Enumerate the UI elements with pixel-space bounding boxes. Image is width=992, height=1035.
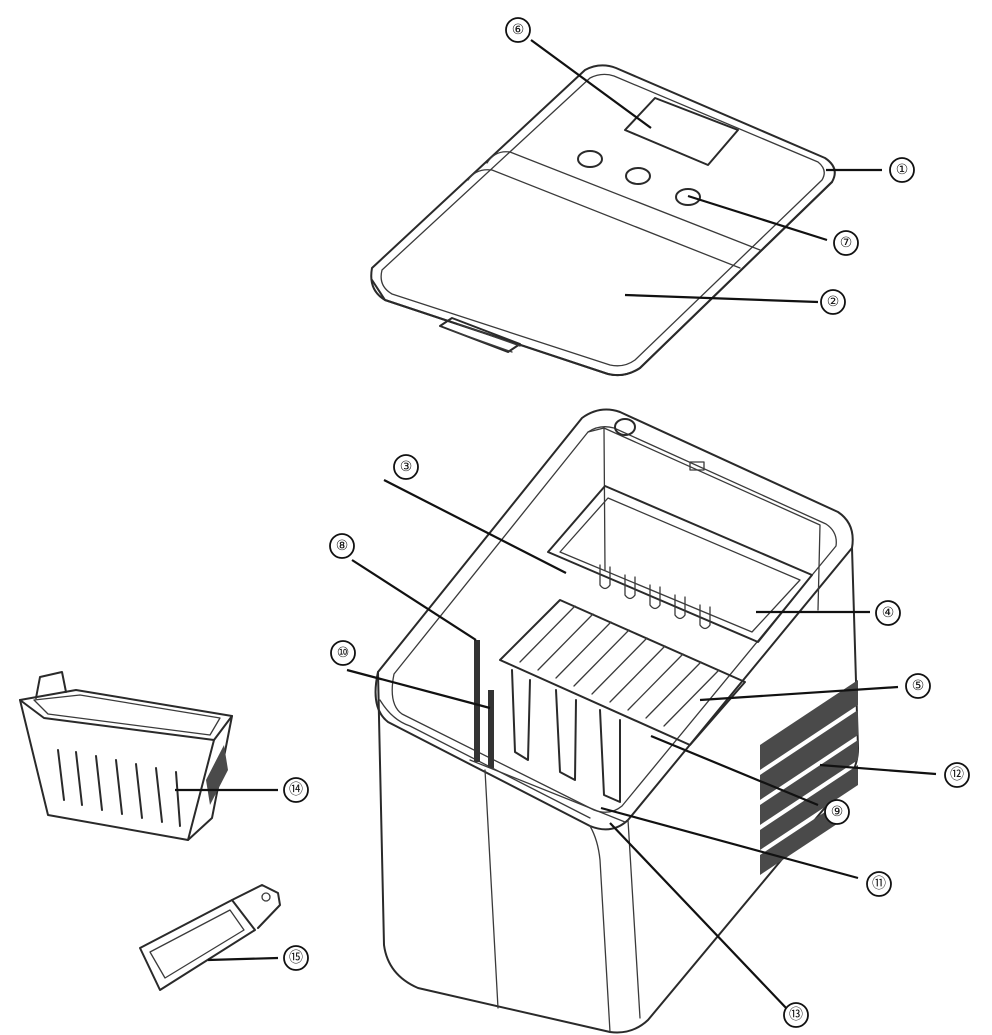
callout-7-text: ⑦	[840, 235, 853, 251]
button-middle	[625, 167, 651, 185]
water-level-line	[469, 759, 626, 823]
display-window	[624, 97, 739, 166]
side-vent-grille	[760, 680, 858, 875]
callout-2-text: ②	[827, 294, 840, 310]
callout-12: ⑫	[944, 762, 970, 788]
leader-8	[351, 559, 477, 641]
callout-3-text: ③	[400, 459, 413, 475]
callout-14-text: ⑭	[289, 782, 303, 798]
callout-15: ⑮	[283, 945, 309, 971]
callout-3: ③	[393, 454, 419, 480]
callout-1: ①	[889, 157, 915, 183]
leader-10	[346, 668, 491, 710]
leader-7	[687, 194, 828, 242]
callout-4: ④	[875, 600, 901, 626]
lid-band-upper	[486, 151, 761, 251]
callout-6: ⑥	[505, 17, 531, 43]
scoop-inner	[149, 909, 245, 979]
callout-2: ②	[820, 289, 846, 315]
callout-1-text: ①	[896, 162, 909, 178]
ice-push-paddles	[511, 669, 621, 803]
callout-5: ⑤	[905, 673, 931, 699]
callout-9-text: ⑨	[831, 804, 844, 820]
callout-4-text: ④	[882, 605, 895, 621]
body-rim-inner	[391, 426, 837, 813]
callout-12-text: ⑫	[950, 767, 964, 783]
scoop-body	[139, 899, 256, 991]
evaporator-inner	[559, 497, 801, 633]
leader-5	[699, 685, 899, 702]
body-front-band	[379, 699, 591, 819]
callout-15-text: ⑮	[289, 950, 303, 966]
leader-6	[530, 39, 652, 129]
callout-11: ⑪	[866, 871, 892, 897]
lid-edge-lower	[371, 181, 833, 377]
main-body	[374, 408, 859, 1034]
callout-11-text: ⑪	[872, 876, 886, 892]
leader-15	[207, 956, 279, 962]
leader-9	[650, 734, 819, 807]
basket-inner-rim	[33, 694, 221, 736]
callout-13-text: ⑬	[789, 1007, 803, 1023]
body-front-corner	[589, 825, 611, 1033]
leader-11	[600, 806, 859, 880]
callout-10: ⑩	[330, 640, 356, 666]
callout-10-text: ⑩	[337, 645, 350, 661]
callout-8-text: ⑧	[336, 538, 349, 554]
lid-hinge-tab-detail	[449, 323, 521, 353]
sensor-slot	[689, 461, 705, 471]
callout-6-text: ⑥	[512, 22, 525, 38]
water-sensor-rods	[474, 640, 494, 768]
callout-5-text: ⑤	[912, 678, 925, 694]
scoop-handle	[231, 884, 281, 929]
leader-12	[819, 763, 937, 776]
evaporator-prongs	[599, 564, 711, 630]
callout-7: ⑦	[833, 230, 859, 256]
callout-8: ⑧	[329, 533, 355, 559]
leader-3	[383, 479, 567, 574]
button-right	[675, 188, 701, 206]
basket-slots	[57, 749, 181, 827]
callout-labels: ① ② ③ ④ ⑤ ⑥ ⑦ ⑧ ⑨ ⑩ ⑪ ⑫ ⑬ ⑭ ⑮	[283, 17, 970, 1028]
lid-hinge-tab	[439, 317, 521, 353]
callout-9: ⑨	[824, 799, 850, 825]
body-side-seam	[627, 819, 641, 1019]
ice-tray-frame	[499, 599, 746, 746]
fill-hole	[614, 418, 636, 436]
body-front-left-edge	[377, 671, 611, 1033]
ice-tray-ribs	[519, 605, 720, 727]
ice-scoop	[139, 884, 281, 991]
basket-right-side	[187, 715, 233, 841]
callout-13: ⑬	[783, 1002, 809, 1028]
body-front-seam	[484, 769, 499, 1009]
basket-handle	[35, 671, 67, 699]
lid-band-lower	[467, 169, 741, 269]
scoop-hole	[261, 892, 271, 902]
leader-2	[624, 293, 819, 304]
leader-lines	[175, 39, 937, 1011]
inner-back-wall	[587, 427, 821, 611]
ice-basket	[19, 671, 233, 841]
ice-tray-assembly	[469, 485, 813, 823]
lid-inner-outline	[380, 73, 825, 367]
evaporator-frame	[547, 485, 813, 643]
button-left	[577, 150, 603, 168]
callout-14: ⑭	[283, 777, 309, 803]
leader-13	[609, 822, 789, 1011]
lid-assembly	[370, 64, 836, 377]
